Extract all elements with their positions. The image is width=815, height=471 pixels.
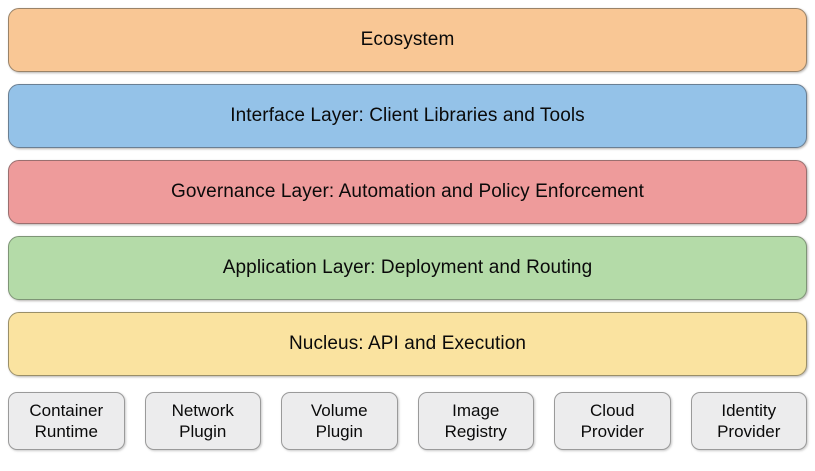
layer-band-label: Interface Layer: Client Libraries and To… [230, 104, 585, 126]
plugin-pill-line-1: Image [452, 400, 500, 420]
plugin-pill-line-1: Network [171, 400, 234, 420]
plugin-pill-line-1: Cloud [590, 400, 635, 420]
layer-band-interface-layer[interactable]: Interface Layer: Client Libraries and To… [8, 84, 807, 148]
layer-band-label: Application Layer: Deployment and Routin… [222, 256, 593, 278]
layer-band-label: Nucleus: API and Execution [288, 332, 527, 354]
plugin-pill-container-runtime[interactable]: Container Runtime [8, 392, 125, 450]
plugin-pill-line-1: Container [29, 400, 104, 420]
plugin-pill-network-plugin[interactable]: Network Plugin [144, 392, 261, 450]
layer-band-application-layer[interactable]: Application Layer: Deployment and Routin… [8, 236, 807, 300]
plugin-pill-line-2: Plugin [315, 422, 363, 441]
layer-band-ecosystem[interactable]: Ecosystem [8, 8, 807, 72]
layer-stack: Ecosystem Interface Layer: Client Librar… [8, 8, 807, 376]
plugin-pill-line-2: Provider [717, 422, 781, 441]
plugin-pill-line-2: Runtime [34, 422, 98, 441]
layer-band-governance-layer[interactable]: Governance Layer: Automation and Policy … [8, 160, 807, 224]
plugin-pill-volume-plugin[interactable]: Volume Plugin [281, 392, 398, 450]
plugin-pill-identity-provider[interactable]: Identity Provider [690, 392, 807, 450]
layer-band-nucleus[interactable]: Nucleus: API and Execution [8, 312, 807, 376]
layer-band-label: Ecosystem [360, 28, 455, 50]
plugin-row: Container Runtime Network Plugin Volume … [8, 392, 807, 450]
plugin-pill-cloud-provider[interactable]: Cloud Provider [554, 392, 671, 450]
plugin-pill-line-2: Provider [580, 422, 644, 441]
plugin-pill-line-1: Volume [310, 400, 368, 420]
plugin-pill-line-2: Registry [444, 422, 507, 441]
plugin-pill-image-registry[interactable]: Image Registry [417, 392, 534, 450]
plugin-pill-line-1: Identity [721, 400, 777, 420]
plugin-pill-line-2: Plugin [179, 422, 227, 441]
layer-band-label: Governance Layer: Automation and Policy … [171, 180, 644, 202]
